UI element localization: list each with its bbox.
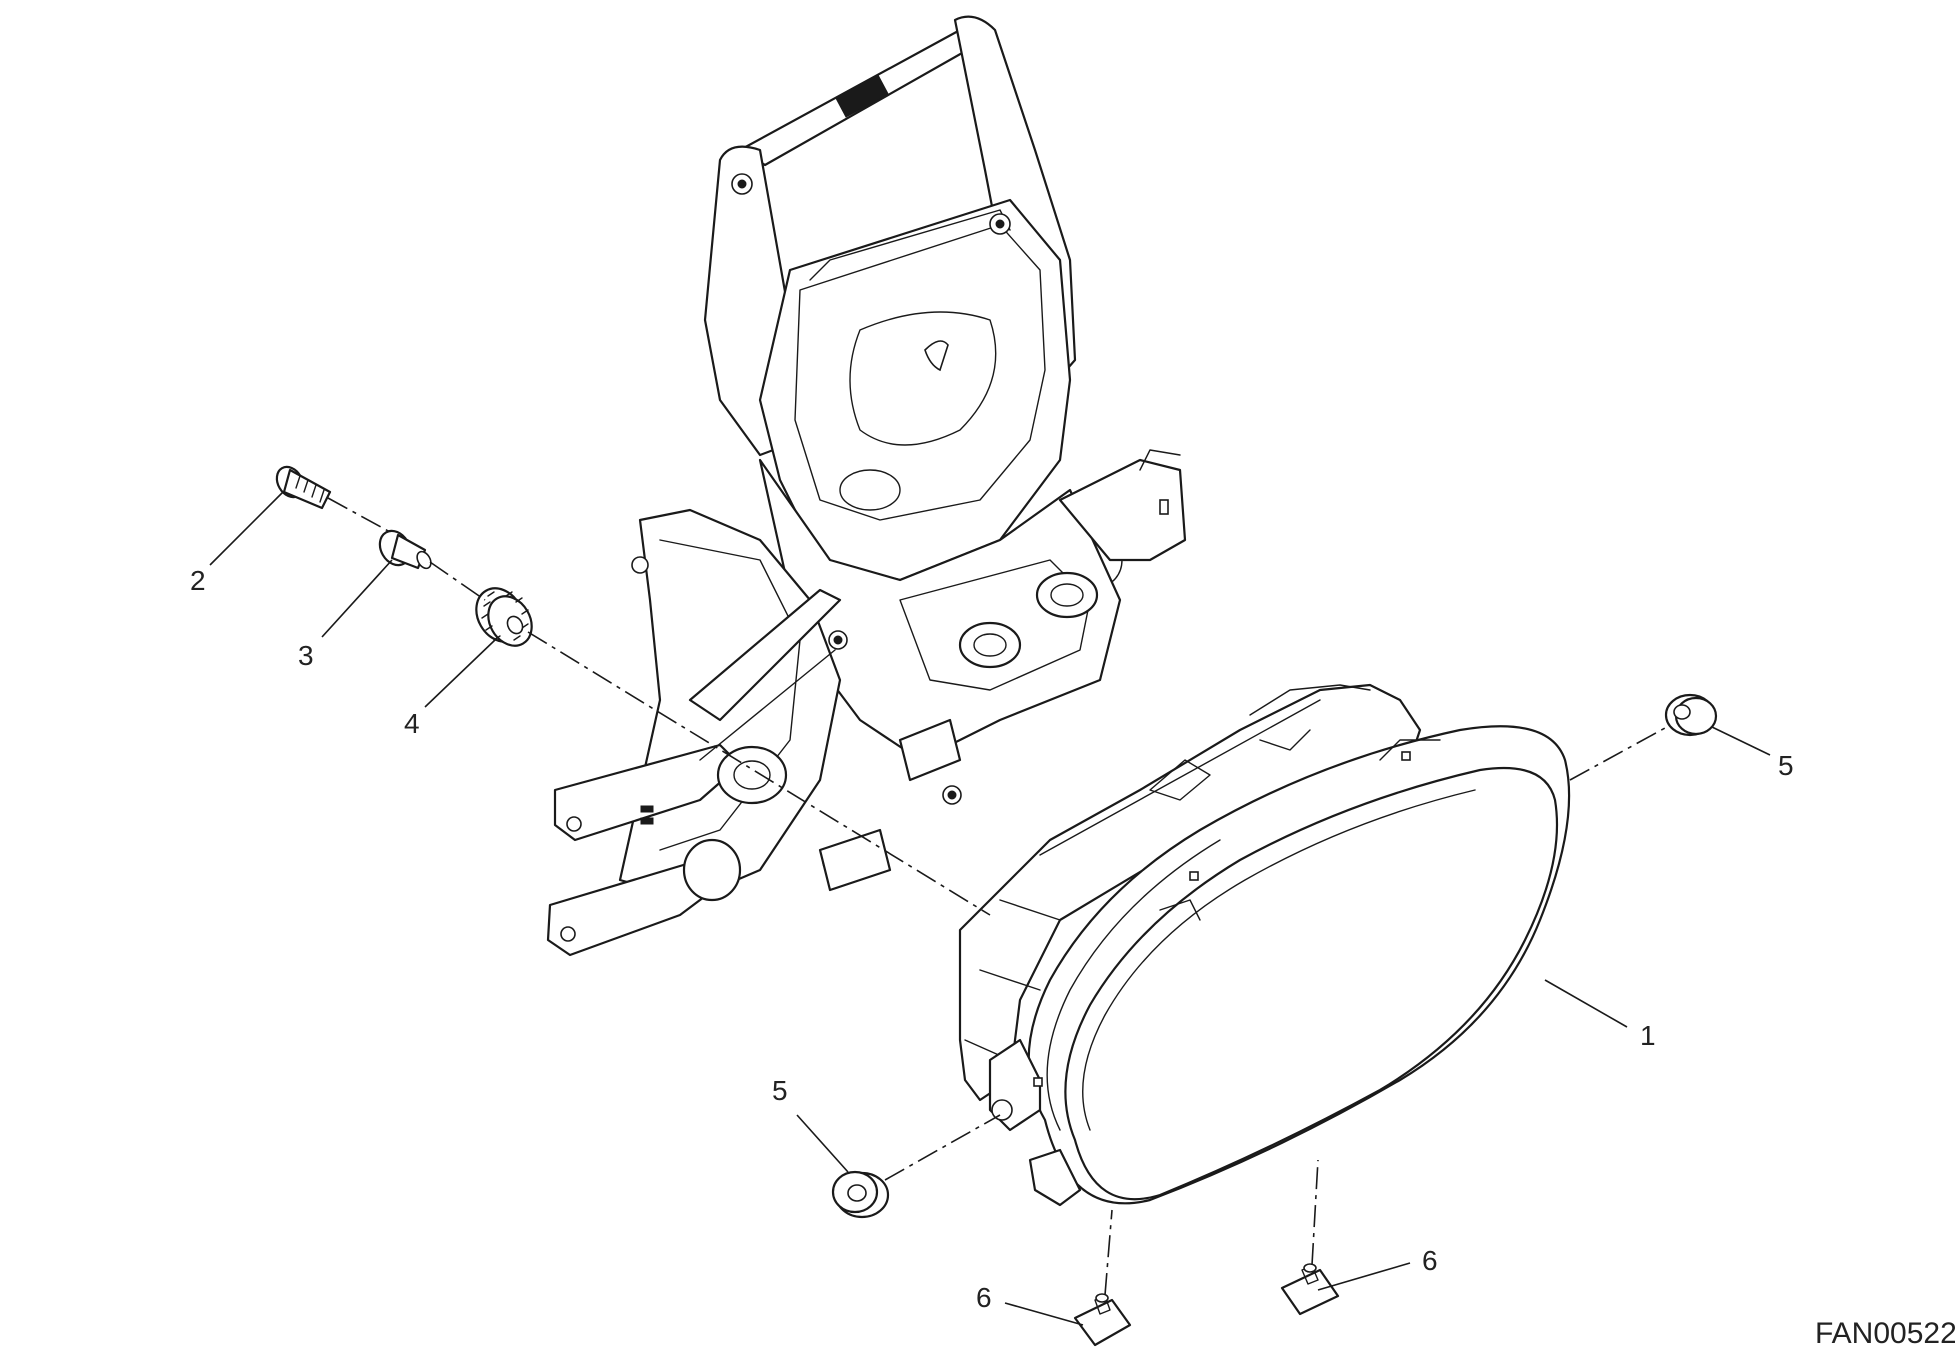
callout-label-5-upper: 5	[1778, 750, 1794, 781]
assembly-axes	[327, 497, 1666, 1296]
part-4-knurled-nut	[475, 587, 533, 647]
callout-label-3: 3	[298, 640, 314, 671]
part-6-clip-left	[1073, 1293, 1132, 1347]
callout-label-1: 1	[1640, 1020, 1656, 1051]
part-5-grommet-upper	[1664, 693, 1718, 737]
part-3-spacer	[378, 529, 432, 570]
callout-label-2: 2	[190, 565, 206, 596]
callout-label-4: 4	[404, 708, 420, 739]
callout-label-5-lower: 5	[772, 1075, 788, 1106]
headlight-support-bracket	[546, 15, 1187, 957]
callout-labels: 1 2 3 4 5 5 6 6	[190, 565, 1794, 1313]
callout-label-6-left: 6	[976, 1282, 992, 1313]
callout-label-6-right: 6	[1422, 1245, 1438, 1276]
part-2-screw	[275, 465, 332, 510]
callout-leaders	[209, 491, 1771, 1326]
part-6-clip-right	[1280, 1263, 1340, 1316]
drawing-code: FAN00522	[1815, 1317, 1955, 1350]
headlight-assembly	[958, 683, 1571, 1207]
part-5-grommet-lower	[831, 1170, 890, 1219]
